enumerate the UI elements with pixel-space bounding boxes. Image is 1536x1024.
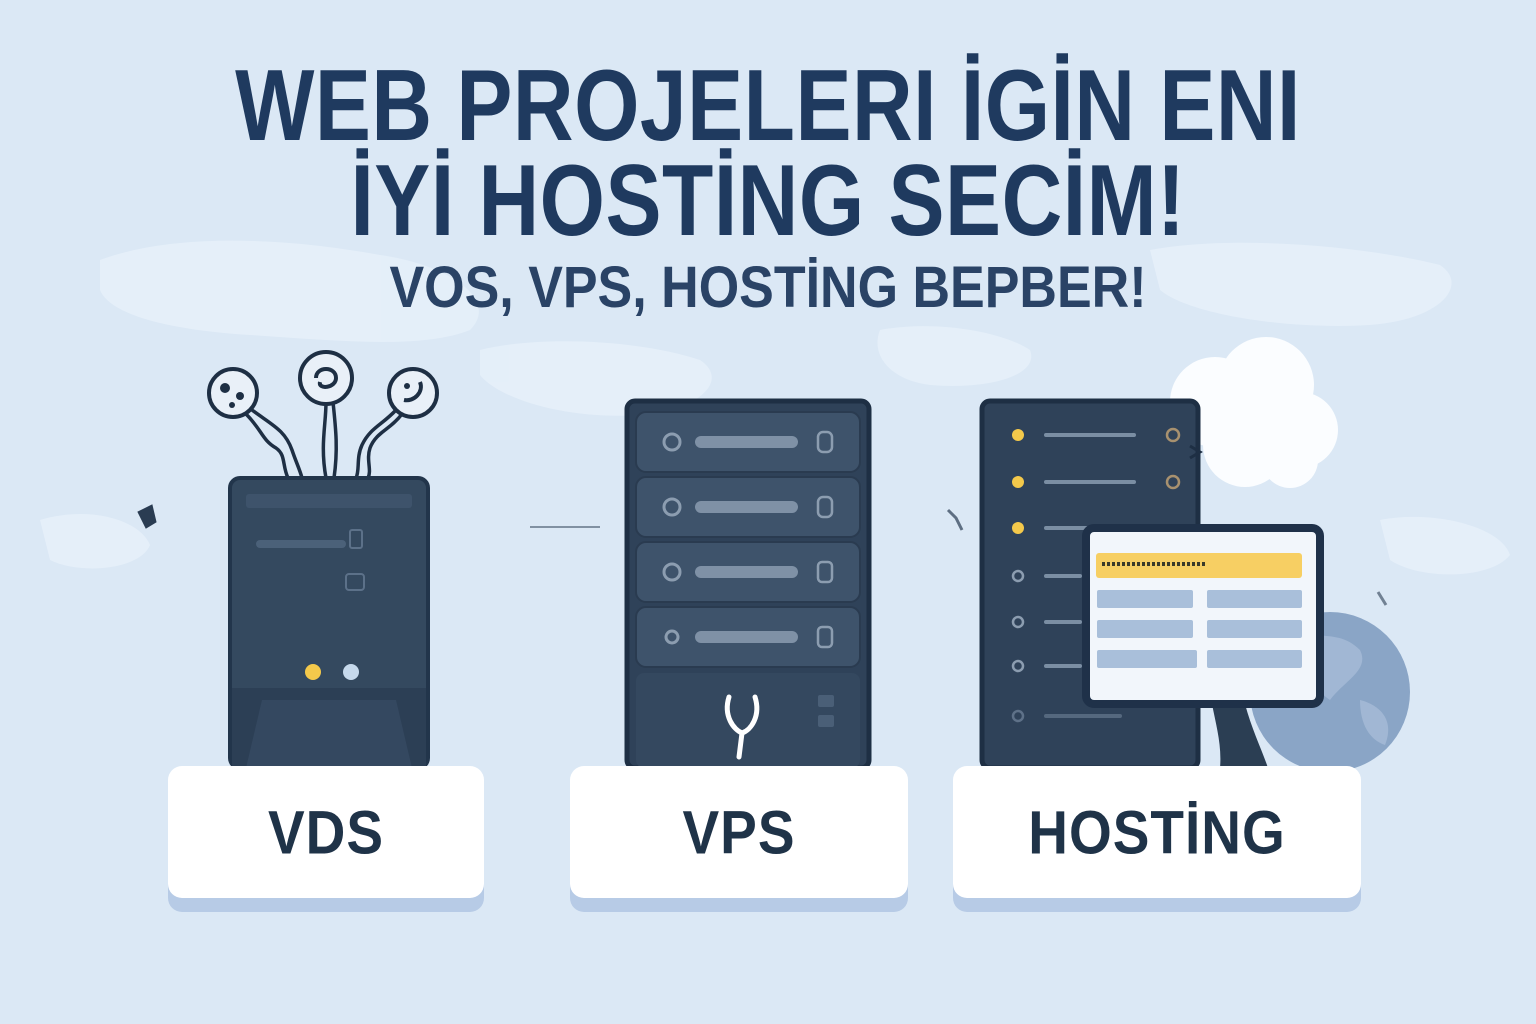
plug-bulb-right bbox=[387, 367, 439, 419]
hosting-card-label: HOSTİNG bbox=[1028, 797, 1286, 867]
rack-row bbox=[1012, 474, 1181, 490]
rack-row bbox=[1011, 709, 1122, 723]
rack-row bbox=[1011, 569, 1082, 583]
page-subtitle: VOS, VPS, HOSTİNG BEPBER! bbox=[389, 255, 1147, 321]
rack-unit bbox=[635, 411, 861, 473]
cable-plug-icon bbox=[244, 400, 404, 480]
page-title-line-1: WEB PROJELERI İGİN ENI bbox=[235, 48, 1301, 162]
hosting-card: HOSTİNG bbox=[953, 766, 1361, 898]
rack-row bbox=[1011, 615, 1082, 629]
rack-unit bbox=[635, 476, 861, 538]
vds-card: VDS bbox=[168, 766, 484, 898]
status-led-blue bbox=[343, 664, 359, 680]
decorative-marks bbox=[137, 504, 1388, 606]
tool-icon bbox=[724, 694, 760, 760]
vds-card-label: VDS bbox=[267, 797, 385, 867]
server-rack-icon bbox=[624, 398, 872, 771]
server-tower-icon bbox=[207, 350, 439, 770]
rack-row bbox=[1011, 659, 1082, 673]
page-title-line-2: İYİ HOSTİNG SECİM! bbox=[350, 143, 1186, 257]
hosting-rack-icon bbox=[979, 337, 1410, 772]
control-panel-icon bbox=[1082, 524, 1324, 708]
status-led-yellow bbox=[305, 664, 321, 680]
plug-bulb-left bbox=[207, 367, 259, 419]
panel-stand bbox=[1212, 704, 1268, 768]
rack-row bbox=[1012, 427, 1181, 443]
plug-bulb-center bbox=[298, 350, 354, 406]
world-map-icon bbox=[40, 240, 1510, 575]
vps-card: VPS bbox=[570, 766, 908, 898]
rack-unit bbox=[635, 541, 861, 603]
vps-card-label: VPS bbox=[682, 797, 796, 867]
rack-unit bbox=[635, 606, 861, 668]
